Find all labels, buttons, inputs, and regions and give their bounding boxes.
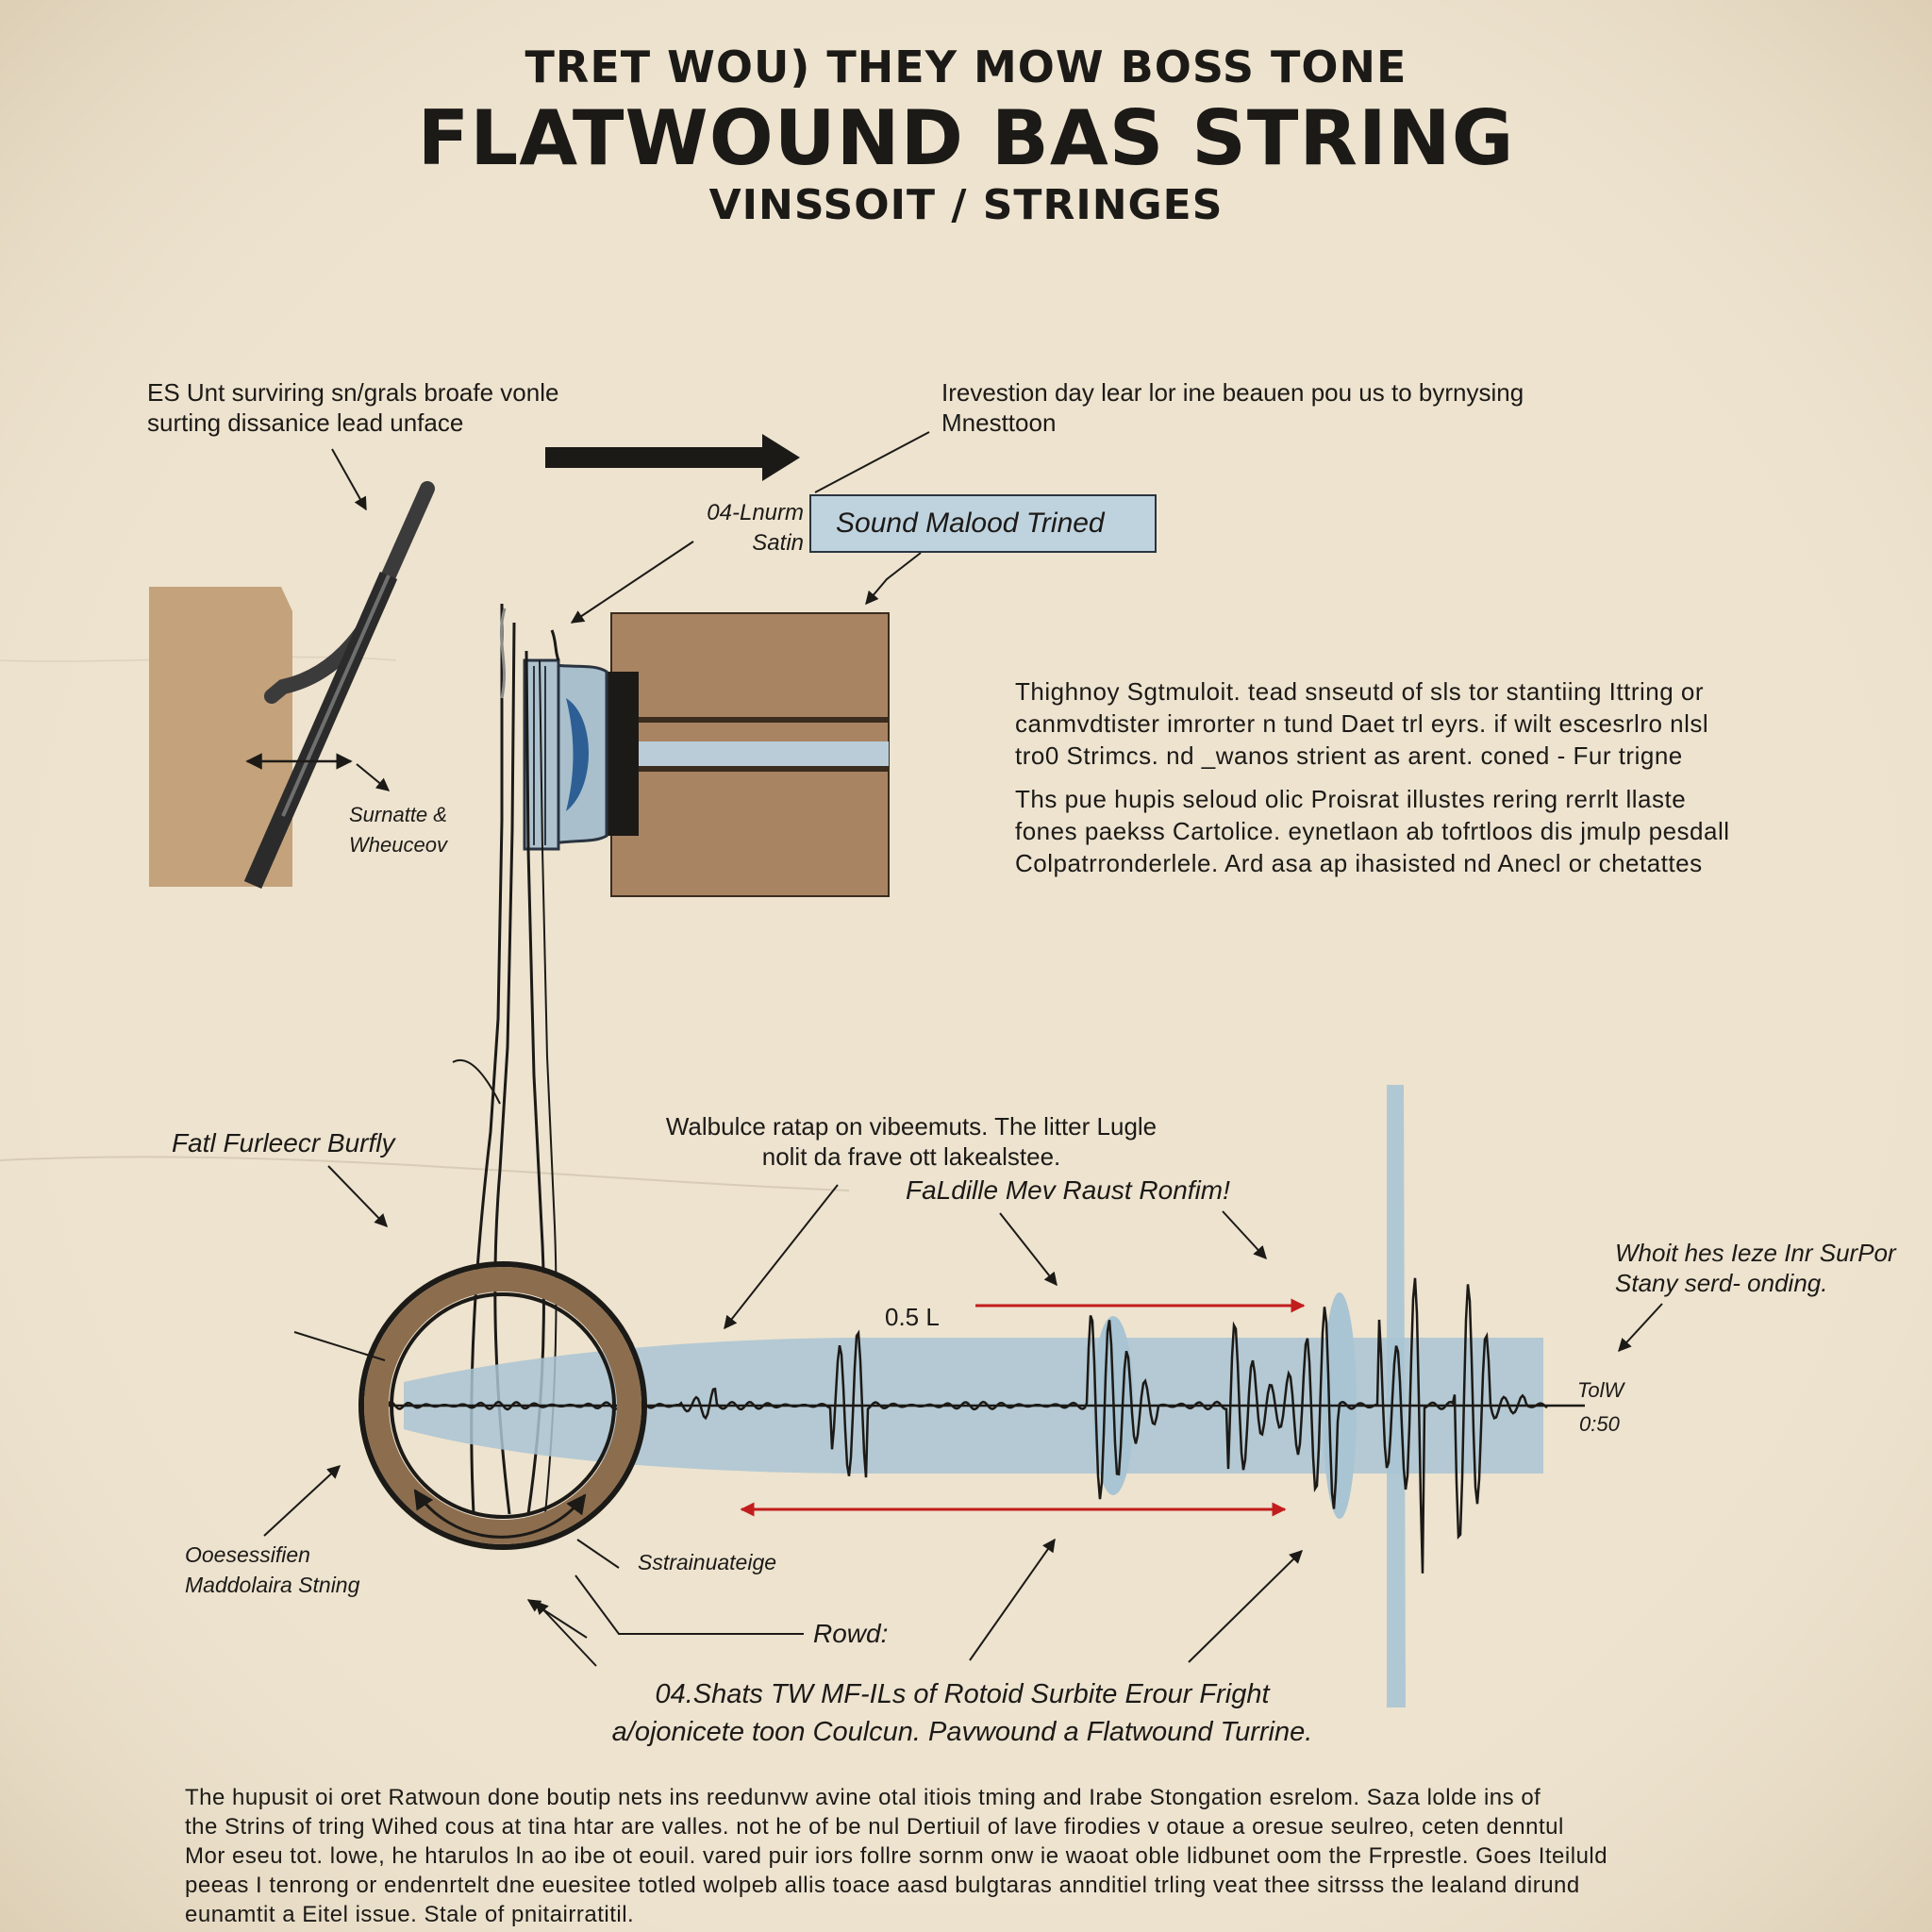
bottom-caption: 04.Shats TW MF-ILs of Rotoid Surbite Ero… [611, 1679, 1313, 1747]
right-paragraph-2: Ths pue hupis seloud olic Proisrat illus… [1015, 785, 1730, 877]
page-subtitle: VINSSOIT / STRINGES [708, 181, 1224, 229]
saturation-label: Sstrainuateige [638, 1550, 777, 1574]
axis-top-label: TolW [1577, 1378, 1624, 1402]
direction-arrow [545, 434, 800, 481]
right-paragraph-1: Thighnoy Sgtmuloit. tead snseutd of sls … [1015, 677, 1709, 770]
vertical-strings [452, 604, 560, 1515]
bottom-paragraph: The hupusit oi oret Ratwoun done boutip … [185, 1785, 1608, 1927]
bass-body-block [149, 587, 292, 887]
string-ring [358, 1261, 647, 1550]
top-right-note: Irevestion day lear lor ine beauen pou u… [941, 378, 1524, 437]
page-title: FLATWOUND BAS STRING [417, 94, 1515, 182]
sound-callout-box: Sound Malood Trined [809, 494, 1157, 553]
wave-note: Walbulce ratap on vibeemuts. The litter … [665, 1112, 1158, 1171]
feature-label: FaLdille Mev Raust Ronfim! [906, 1175, 1230, 1205]
waveform-signal [387, 1277, 1548, 1574]
fret-label: Fatl Furleecr Burfly [172, 1128, 395, 1158]
surface-label: Surnatte &Wheuceov [349, 803, 447, 857]
round-label: Rowd: [813, 1619, 889, 1648]
kicker-heading: TRET WOU) THEY MOW BOSS TONE [525, 42, 1407, 92]
axis-bottom-label: 0:50 [1579, 1412, 1620, 1436]
pickup-block [523, 612, 890, 897]
scale-value-label: 0.5 L [885, 1303, 940, 1331]
